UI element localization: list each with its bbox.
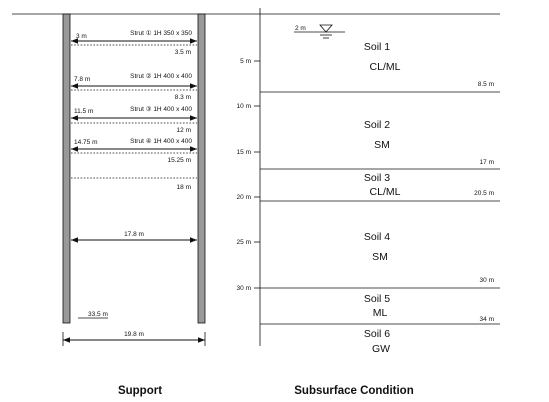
boundary-2-depth: 17 m <box>480 159 494 166</box>
soil-1-type: CL/ML <box>370 61 401 73</box>
soil-1-name: Soil 1 <box>364 41 390 53</box>
inner-width-arrowhead-right <box>190 237 197 243</box>
soil-3-type: CL/ML <box>370 186 401 198</box>
left-wall <box>62 13 71 324</box>
strut-2-arrowhead-left <box>71 83 78 89</box>
soil-4-type: SM <box>372 251 388 263</box>
strut-2-label: Strut ② 1H 400 x 400 <box>130 72 192 80</box>
strut-3-arrowhead-left <box>71 115 78 121</box>
subsurface-diagram: 5 m 10 m 15 m 20 m 25 m 30 m 2 m 8.5 m 1… <box>237 8 500 397</box>
boundary-1-depth: 8.5 m <box>478 81 494 88</box>
depth-label-5: 5 m <box>240 58 251 65</box>
strut-1-depth: 3 m <box>76 33 87 40</box>
strut-2-depth: 7.8 m <box>74 76 90 83</box>
soil-5-name: Soil 5 <box>364 293 390 305</box>
depth-label-10: 10 m <box>237 103 251 110</box>
soil-3-name: Soil 3 <box>364 172 390 184</box>
excavation-2-depth: 8.3 m <box>175 94 191 101</box>
excavation-1-depth: 3.5 m <box>175 49 191 56</box>
soil-5-type: ML <box>373 307 388 319</box>
strut-2-arrowhead-right <box>190 83 197 89</box>
depth-label-20: 20 m <box>237 194 251 201</box>
strut-3-label: Strut ③ 1H 400 x 400 <box>130 105 192 113</box>
strut-3-depth: 11.5 m <box>74 108 93 115</box>
outer-width-arrowhead-left <box>63 337 70 343</box>
strut-4-arrowhead-right <box>190 146 197 152</box>
inner-width-label: 17.8 m <box>124 231 144 238</box>
depth-label-25: 25 m <box>237 239 251 246</box>
excavation-4-depth: 15.25 m <box>168 157 192 164</box>
soil-4-name: Soil 4 <box>364 231 390 243</box>
strut-1-label: Strut ① 1H 350 x 350 <box>130 29 192 37</box>
depth-label-30: 30 m <box>237 285 251 292</box>
right-wall <box>197 13 206 324</box>
strut-4-arrowhead-left <box>71 146 78 152</box>
inner-width-arrowhead-left <box>71 237 78 243</box>
subsurface-caption: Subsurface Condition <box>294 385 413 397</box>
outer-width-label: 19.8 m <box>124 331 144 338</box>
soil-6-type: GW <box>372 343 390 355</box>
soil-2-name: Soil 2 <box>364 119 390 131</box>
excavation-3-depth: 12 m <box>177 127 191 134</box>
soil-2-type: SM <box>374 139 390 151</box>
support-diagram: 3 m Strut ① 1H 350 x 350 3.5 m 7.8 m Str… <box>62 13 206 397</box>
boundary-3-depth: 20.5 m <box>474 190 494 197</box>
strut-3-arrowhead-right <box>190 115 197 121</box>
water-table-icon <box>319 24 333 33</box>
soil-6-name: Soil 6 <box>364 328 390 340</box>
strut-4-label: Strut ④ 1H 400 x 400 <box>130 137 192 145</box>
boundary-5-depth: 34 m <box>480 316 494 323</box>
depth-label-15: 15 m <box>237 149 251 156</box>
strut-4-depth: 14.75 m <box>74 139 98 146</box>
outer-width-arrowhead-right <box>198 337 205 343</box>
support-caption: Support <box>118 385 162 397</box>
wall-depth-label: 33.5 m <box>88 311 108 318</box>
final-excavation-depth: 18 m <box>177 184 191 191</box>
boundary-4-depth: 30 m <box>480 277 494 284</box>
water-table-depth: 2 m <box>295 25 306 32</box>
strut-1-arrowhead-left <box>71 38 78 44</box>
strut-1-arrowhead-right <box>190 38 197 44</box>
